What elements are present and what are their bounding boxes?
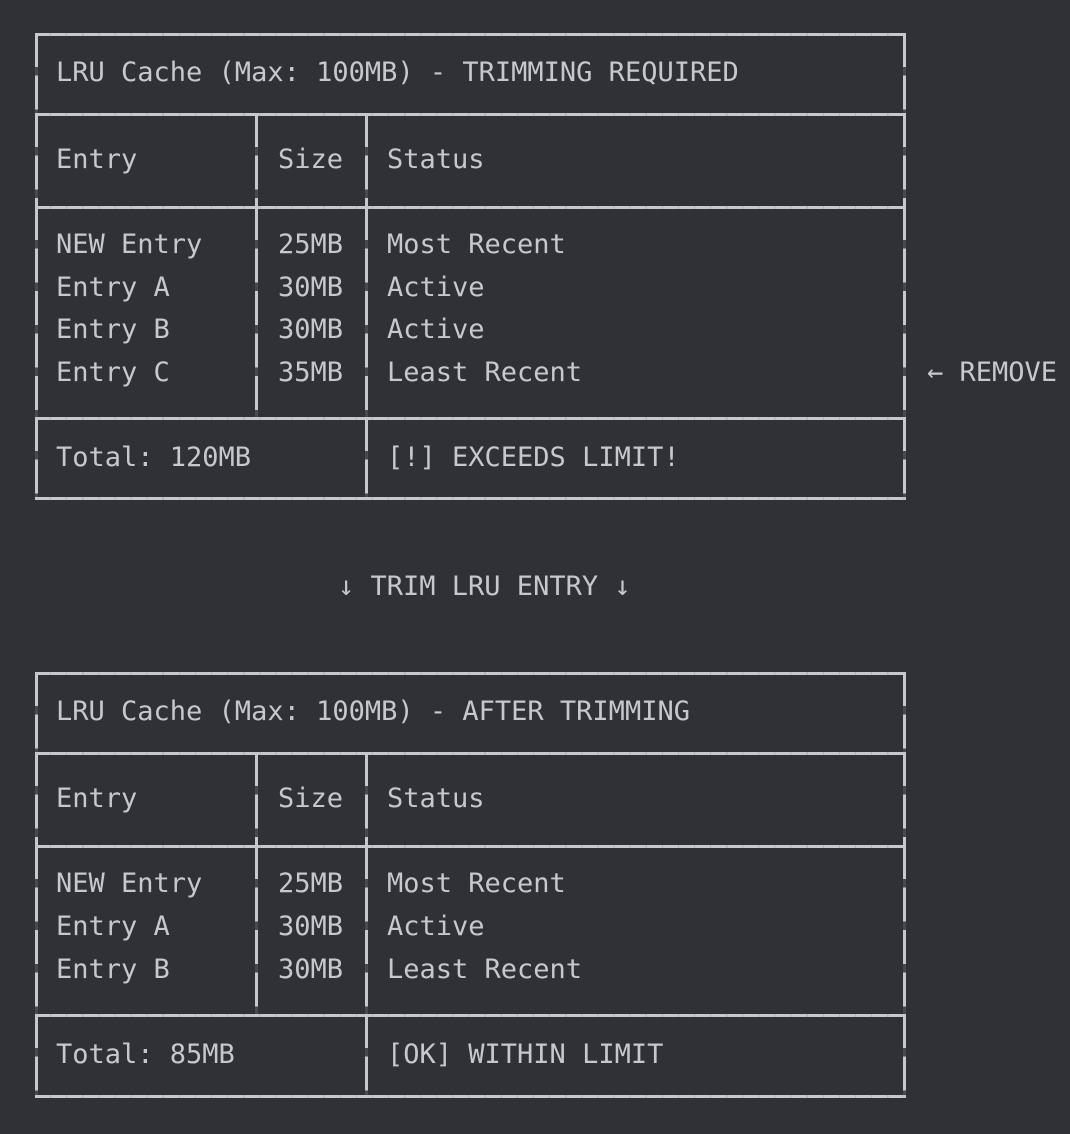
after-row-0-status: Most Recent	[387, 868, 566, 899]
before-row-0-status: Most Recent	[387, 229, 566, 260]
before-footer-total: Total: 120MB	[56, 442, 252, 473]
before-footer-status-badge: [!] EXCEEDS LIMIT!	[387, 442, 680, 473]
before-right-border-title	[903, 33, 906, 113]
before-column-header-size: Size	[278, 144, 344, 175]
after-panel-title: LRU Cache (Max: 100MB) - AFTER TRIMMING	[56, 696, 690, 727]
before-panel-top-border	[35, 33, 906, 36]
after-left-border-header	[35, 752, 38, 845]
after-divider-footer	[365, 1014, 368, 1095]
before-row-2-status: Active	[387, 314, 485, 345]
after-divider-size-status-body	[365, 845, 368, 1014]
before-header-separator	[35, 206, 906, 209]
before-column-header-status: Status	[387, 144, 485, 175]
before-row-3-entry: Entry C	[56, 357, 170, 388]
before-body-separator	[35, 417, 906, 420]
remove-annotation: ← REMOVE	[927, 357, 1058, 388]
before-row-3-status: Least Recent	[387, 357, 583, 388]
after-row-2-status: Least Recent	[387, 954, 583, 985]
after-panel-top-border	[35, 672, 906, 675]
trim-transition-label: ↓ TRIM LRU ENTRY ↓	[338, 571, 631, 602]
after-footer-status-badge: [OK] WITHIN LIMIT	[387, 1039, 664, 1070]
before-right-border-footer	[903, 417, 906, 497]
after-left-border-footer	[35, 1014, 38, 1095]
after-right-border-footer	[903, 1014, 906, 1095]
after-row-1-status: Active	[387, 911, 485, 942]
before-left-border-footer	[35, 417, 38, 497]
after-row-1-entry: Entry A	[56, 911, 170, 942]
after-divider-entry-size-header	[255, 752, 258, 845]
before-panel-title: LRU Cache (Max: 100MB) - TRIMMING REQUIR…	[56, 57, 739, 88]
after-left-border-title	[35, 672, 38, 752]
before-row-1-status: Active	[387, 272, 485, 303]
after-column-header-size: Size	[278, 783, 344, 814]
after-right-border-header	[903, 752, 906, 845]
before-column-header-entry: Entry	[56, 144, 138, 175]
before-row-0-size: 25MB	[278, 229, 344, 260]
before-row-3-size: 35MB	[278, 357, 344, 388]
after-divider-size-status-header	[365, 752, 368, 845]
before-divider-entry-size-header	[255, 113, 258, 206]
after-row-1-size: 30MB	[278, 911, 344, 942]
after-column-header-status: Status	[387, 783, 485, 814]
after-panel-bottom-border	[35, 1095, 906, 1098]
before-row-1-size: 30MB	[278, 272, 344, 303]
after-right-border-title	[903, 672, 906, 752]
after-right-border-body	[903, 845, 906, 1014]
before-row-1-entry: Entry A	[56, 272, 170, 303]
before-left-border-header	[35, 113, 38, 206]
before-left-border-body	[35, 206, 38, 417]
after-title-separator	[35, 752, 906, 755]
after-left-border-body	[35, 845, 38, 1014]
before-divider-footer	[365, 417, 368, 497]
before-row-0-entry: NEW Entry	[56, 229, 203, 260]
before-panel-bottom-border	[35, 497, 906, 500]
after-body-separator	[35, 1014, 906, 1017]
after-divider-entry-size-body	[255, 845, 258, 1014]
before-right-border-body	[903, 206, 906, 417]
after-footer-total: Total: 85MB	[56, 1039, 235, 1070]
after-row-0-size: 25MB	[278, 868, 344, 899]
before-divider-size-status-body	[365, 206, 368, 417]
before-row-2-size: 30MB	[278, 314, 344, 345]
before-right-border-header	[903, 113, 906, 206]
before-row-2-entry: Entry B	[56, 314, 170, 345]
before-divider-size-status-header	[365, 113, 368, 206]
before-divider-entry-size-body	[255, 206, 258, 417]
before-title-separator	[35, 113, 906, 116]
after-row-0-entry: NEW Entry	[56, 868, 203, 899]
after-row-2-entry: Entry B	[56, 954, 170, 985]
after-row-2-size: 30MB	[278, 954, 344, 985]
after-column-header-entry: Entry	[56, 783, 138, 814]
before-left-border-title	[35, 33, 38, 113]
after-header-separator	[35, 845, 906, 848]
